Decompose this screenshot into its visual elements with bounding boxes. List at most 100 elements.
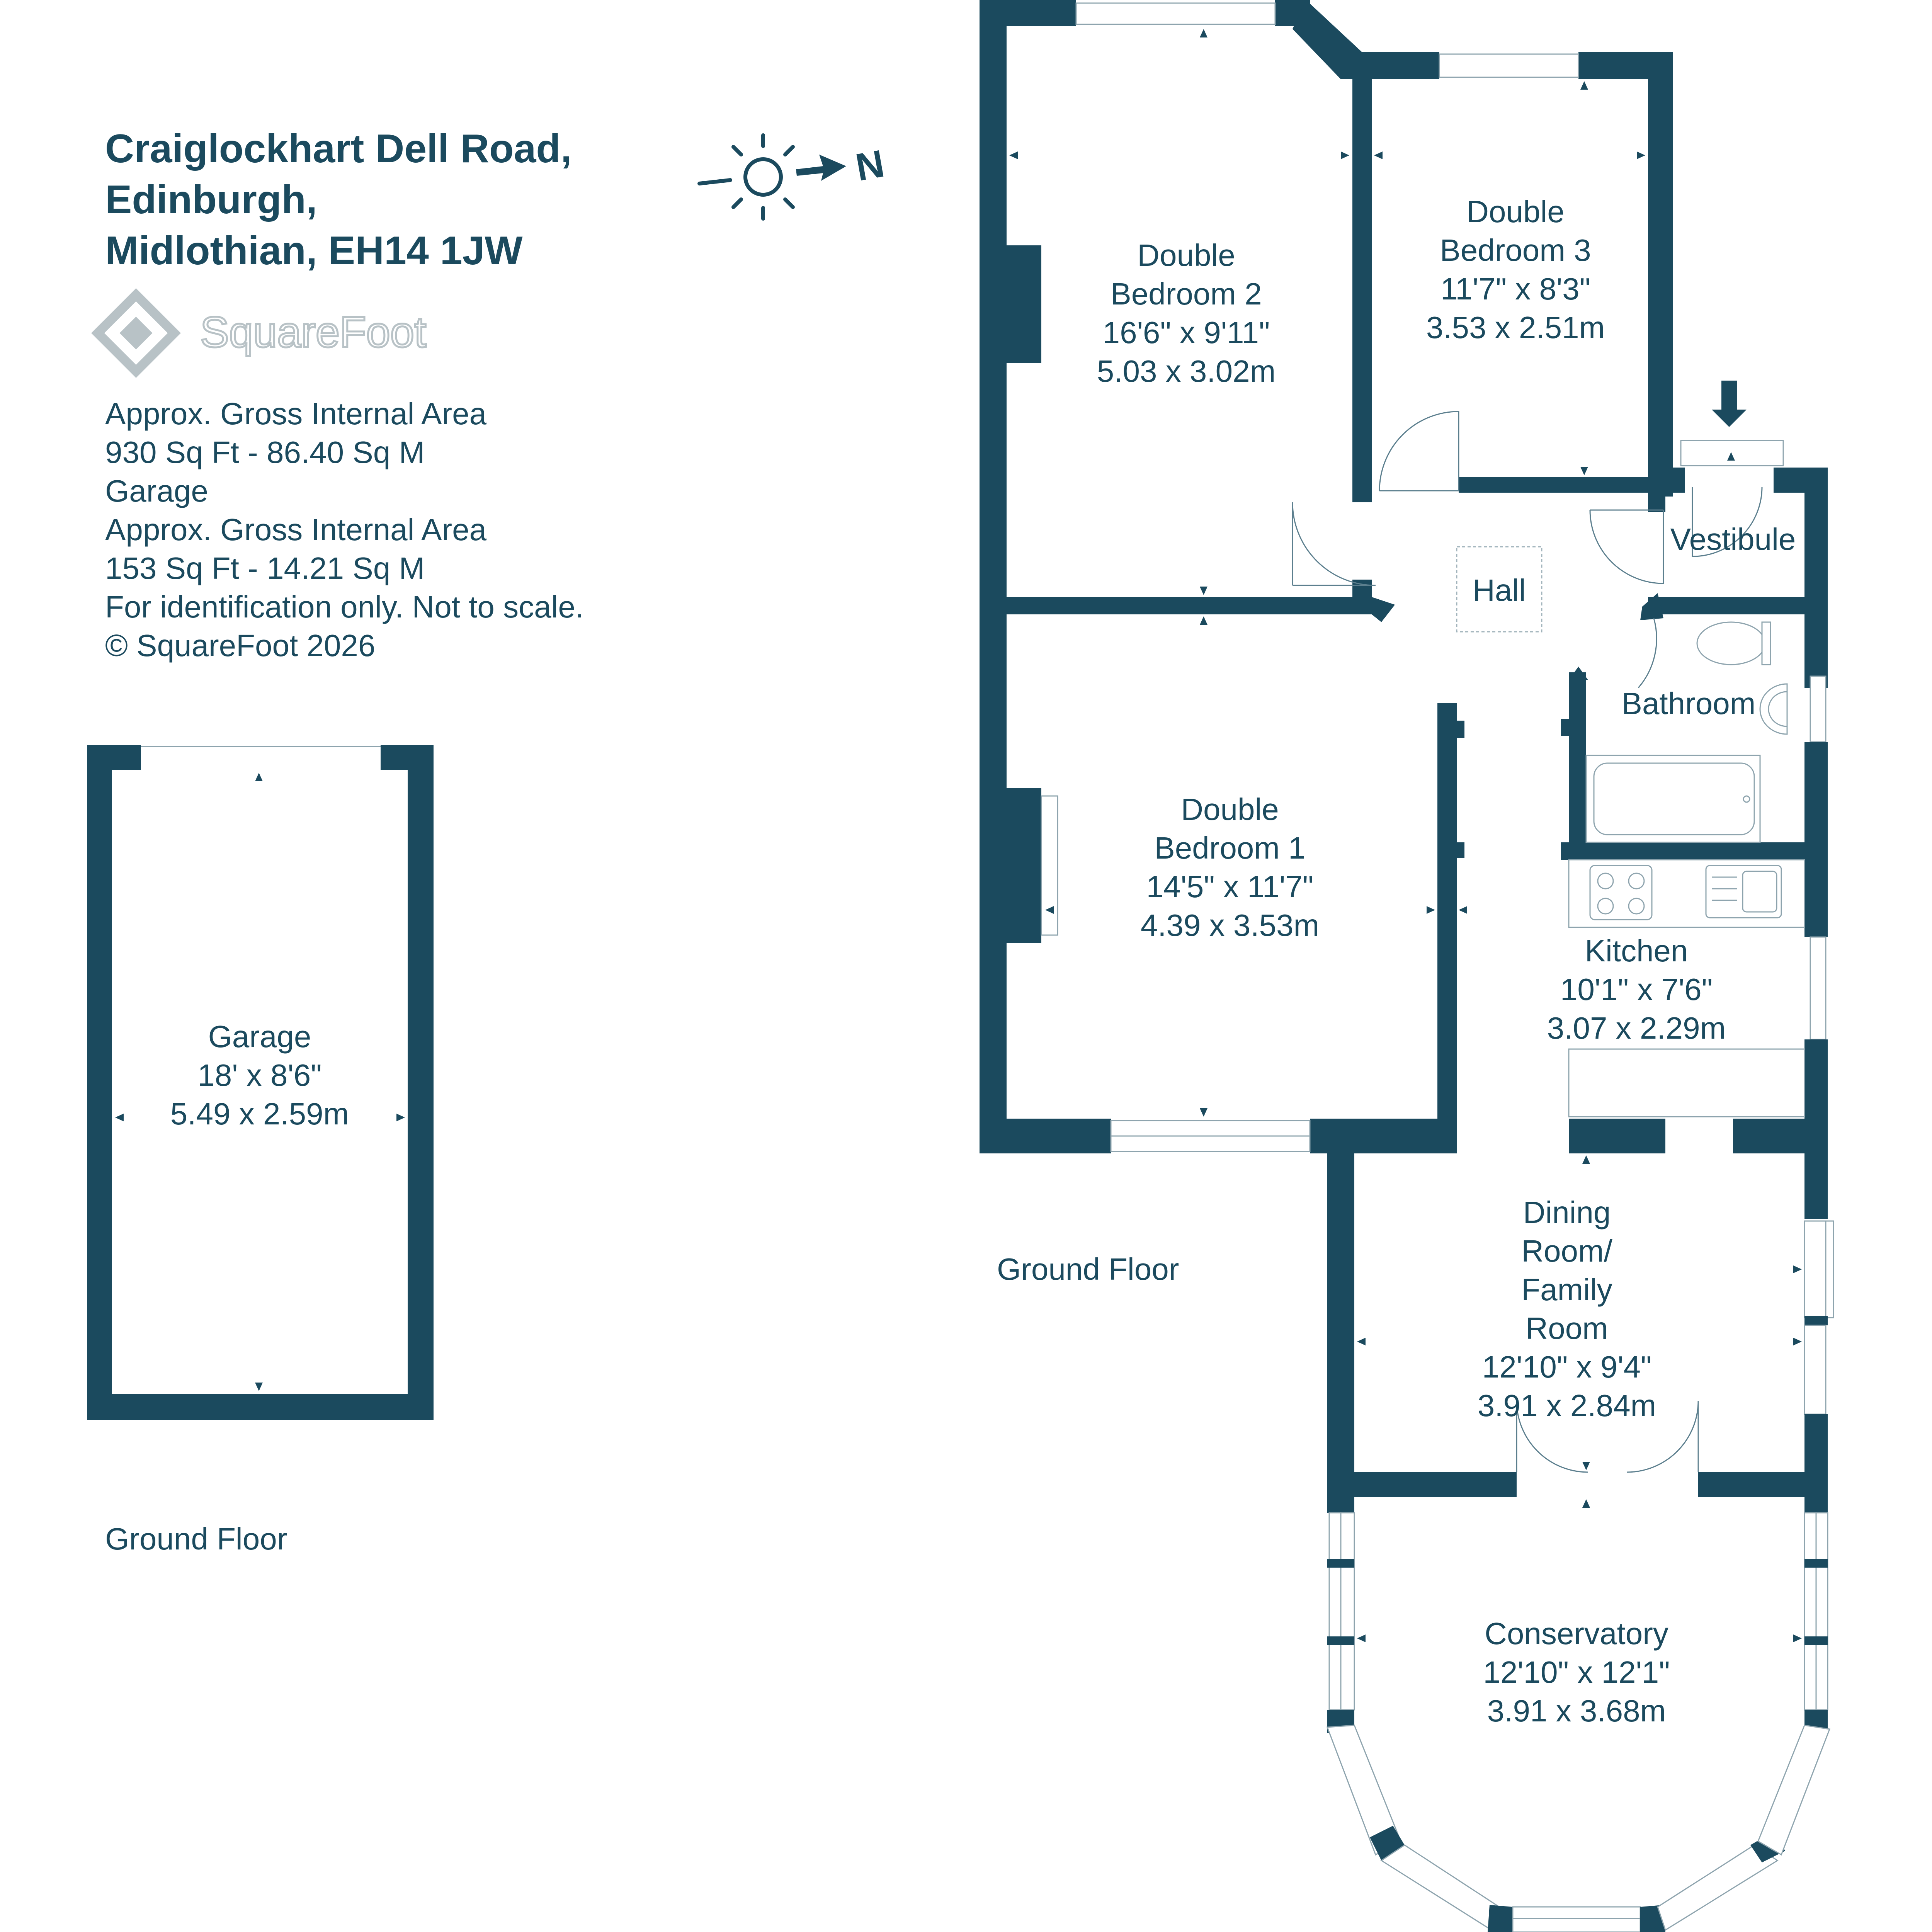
dimension-arrow	[115, 1114, 124, 1121]
garage-wall-top-right	[381, 745, 434, 770]
french-door-left	[1516, 1400, 1588, 1473]
dimension-arrows	[1009, 29, 1802, 1642]
door-vestibule	[1589, 509, 1664, 584]
dimension-arrow	[1009, 151, 1018, 159]
kitchen-worktop-upper	[1568, 859, 1805, 928]
dining-dim-metric: 3.91 x 2.84m	[1478, 1388, 1656, 1423]
compass: N	[697, 133, 888, 221]
door-front	[1692, 486, 1763, 557]
dimension-arrow	[255, 773, 263, 781]
wall-bed2-bed3	[1352, 75, 1372, 502]
wall-conservatory-stub	[1804, 1497, 1828, 1513]
door-bedroom3	[1379, 411, 1459, 492]
bedroom3-dim-metric: 3.53 x 2.51m	[1426, 310, 1605, 345]
main-plan: Double Bedroom 2 16'6" x 9'11" 5.03 x 3.…	[980, 0, 1834, 1932]
wall-east-dining-mid	[1804, 1316, 1828, 1325]
bedroom3-label-2: Bedroom 3	[1440, 233, 1591, 267]
dimension-arrow	[1357, 1634, 1366, 1642]
wall-stub	[1453, 842, 1464, 858]
mullion	[1488, 1905, 1513, 1932]
wall-bottom-bedroom1-left	[980, 1119, 1111, 1153]
dining-dim-imperial: 12'10" x 9'4"	[1482, 1350, 1652, 1384]
dining-label-1: Dining	[1523, 1195, 1611, 1230]
dimension-arrow	[1637, 151, 1645, 159]
window-kitchen	[1810, 936, 1827, 1040]
dimension-arrow	[1427, 906, 1435, 914]
dimension-arrow	[1200, 29, 1208, 37]
dimension-arrow	[1582, 1499, 1590, 1508]
garage-label: Garage	[208, 1019, 311, 1054]
glazing-southeast	[1757, 1725, 1831, 1856]
wall-bathroom-kitchen	[1561, 842, 1828, 860]
address-line-3: Midlothian, EH14 1JW	[105, 228, 523, 273]
vestibule-label: Vestibule	[1670, 522, 1796, 556]
wall-top-bedroom2-left	[980, 0, 1076, 26]
dimension-arrow	[255, 1383, 263, 1391]
wall-top-dining-left	[1327, 1134, 1457, 1153]
garage-wall-left	[87, 745, 112, 1420]
area-info-line: 930 Sq Ft - 86.40 Sq M	[105, 435, 425, 469]
bedroom1-dim-imperial: 14'5" x 11'7"	[1146, 869, 1314, 904]
wall-corner	[1640, 593, 1663, 620]
sun-icon	[697, 133, 795, 221]
wall-kitchen-dining-right	[1733, 1119, 1828, 1153]
dimension-arrow	[1200, 616, 1208, 625]
bath-icon	[1585, 755, 1761, 843]
wall-east-bathroom	[1804, 614, 1828, 676]
dimension-arrow	[1580, 81, 1588, 90]
chimney-breast-bedroom1	[1005, 788, 1041, 943]
wall-east-kitchen-upper	[1804, 842, 1828, 937]
dimension-arrow	[1200, 587, 1208, 595]
door-bathroom	[1638, 618, 1657, 688]
bedroom1-label-1: Double	[1181, 792, 1279, 827]
bathroom-label: Bathroom	[1622, 686, 1756, 721]
window-dining-casement	[1825, 1220, 1834, 1318]
kitchen-label: Kitchen	[1585, 934, 1688, 968]
compass-north-label: N	[852, 142, 888, 189]
room-dining: Dining Room/ Family Room 12'10" x 9'4" 3…	[1478, 1195, 1656, 1423]
garage-wall-top-left	[87, 745, 141, 770]
dimension-arrow	[1374, 151, 1383, 159]
dimension-arrow	[1357, 1338, 1366, 1345]
garage-floor-label: Ground Floor	[105, 1522, 287, 1556]
garage-dim-metric: 5.49 x 2.59m	[170, 1097, 349, 1131]
toilet-icon	[1696, 621, 1771, 665]
glazing-south-right	[1657, 1844, 1779, 1931]
glazing-south-left	[1380, 1844, 1500, 1931]
wall-bed1-corner	[1372, 597, 1395, 622]
mullion	[1327, 1636, 1354, 1645]
window-dining-lower	[1804, 1325, 1827, 1415]
address-block: Craiglockhart Dell Road, Edinburgh, Midl…	[105, 126, 572, 273]
wall-vestibule-west	[1648, 468, 1665, 512]
hall-label: Hall	[1473, 573, 1526, 607]
wall-east-bedroom1	[1437, 703, 1457, 1153]
squarefoot-logo-text: SquareFoot	[200, 308, 426, 356]
bedroom3-dim-imperial: 11'7" x 8'3"	[1440, 272, 1590, 306]
hob-icon	[1589, 865, 1653, 920]
door-bedroom2	[1292, 502, 1376, 586]
sink-icon	[1705, 865, 1782, 918]
garage-wall-right	[408, 745, 434, 1420]
dining-label-4: Room	[1526, 1311, 1608, 1345]
dimension-arrow	[1341, 151, 1349, 159]
mullion	[1327, 1559, 1354, 1568]
wall-west	[980, 0, 1007, 1153]
bedroom2-label-1: Double	[1137, 238, 1235, 272]
room-bedroom2: Double Bedroom 2 16'6" x 9'11" 5.03 x 3.…	[1097, 238, 1276, 388]
wall-west-bathroom	[1569, 672, 1586, 858]
wall-vestibule-bathroom	[1648, 597, 1828, 614]
dimension-arrow	[1582, 1155, 1590, 1164]
dimension-arrow	[1459, 906, 1467, 914]
dimension-arrow	[1200, 1108, 1208, 1117]
conservatory-dim-metric: 3.91 x 3.68m	[1487, 1694, 1666, 1728]
room-bedroom1: Double Bedroom 1 14'5" x 11'7" 4.39 x 3.…	[1141, 792, 1320, 942]
dimension-arrow	[1727, 452, 1735, 461]
wall-stub	[1453, 721, 1464, 738]
wall-east-dining-lower	[1804, 1414, 1828, 1497]
bedroom3-label-1: Double	[1466, 194, 1565, 229]
loft-hatch	[1456, 546, 1543, 633]
wall-kitchen-dining-left	[1569, 1119, 1665, 1153]
dimension-arrow	[1793, 1338, 1802, 1345]
bedroom2-label-2: Bedroom 2	[1111, 277, 1262, 311]
wall-stub	[1561, 719, 1573, 736]
